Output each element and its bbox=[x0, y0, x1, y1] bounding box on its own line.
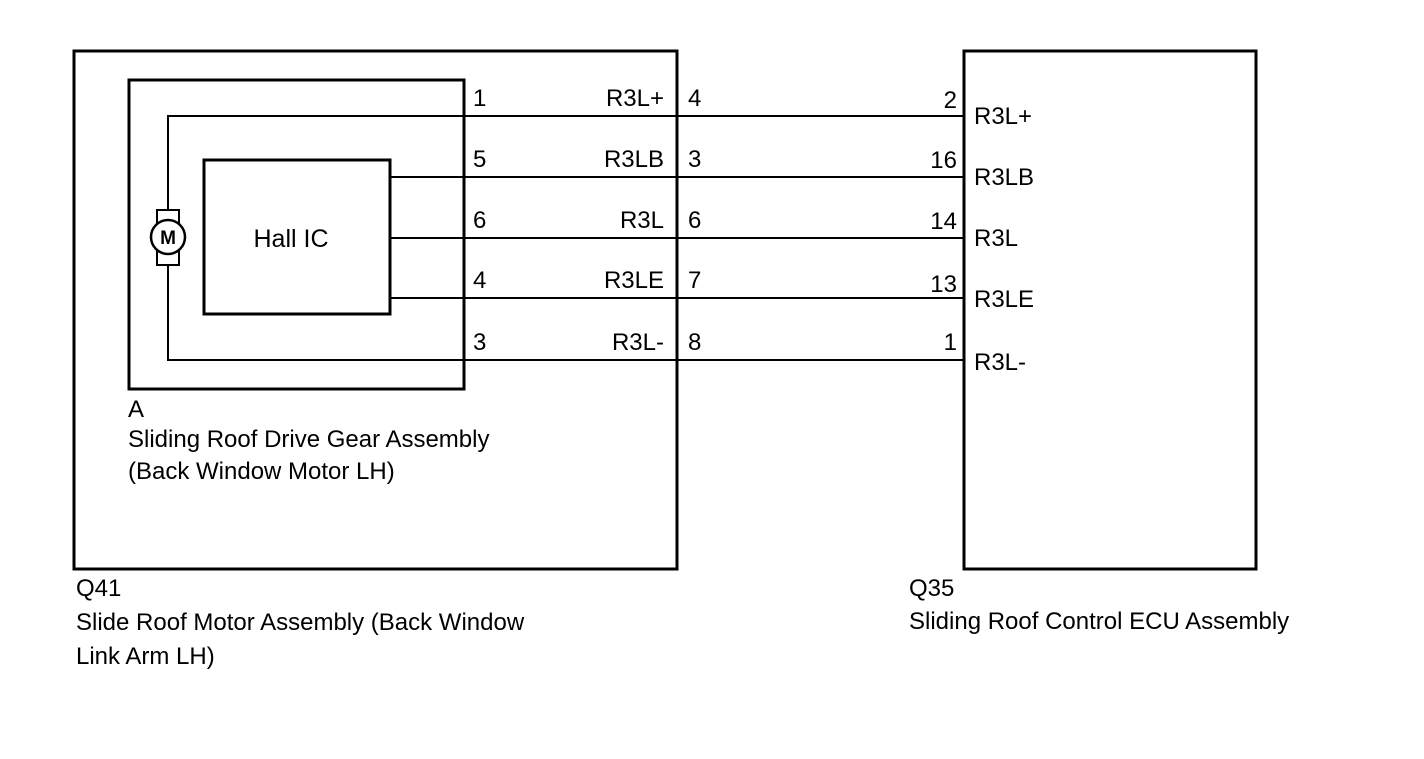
ecu-pin-label: 16 bbox=[930, 147, 957, 174]
motor-wire-bottom bbox=[167, 265, 464, 361]
outer-pin-label: 4 bbox=[688, 85, 701, 112]
signal-label: R3L+ bbox=[606, 85, 664, 112]
ecu-pin-label: 14 bbox=[930, 208, 957, 235]
inner-pin-label: 3 bbox=[473, 329, 486, 356]
ecu-pin-label: 1 bbox=[944, 329, 957, 356]
sub-assembly-name-line2: (Back Window Motor LH) bbox=[128, 458, 395, 485]
ecu-name: Sliding Roof Control ECU Assembly bbox=[909, 608, 1289, 635]
signal-label: R3L- bbox=[612, 329, 664, 356]
outer-pin-label: 8 bbox=[688, 329, 701, 356]
q41-id: Q41 bbox=[76, 575, 121, 602]
drive-gear-assembly-box bbox=[127, 78, 466, 391]
signal-label: R3LB bbox=[604, 146, 664, 173]
outer-pin-label: 7 bbox=[688, 267, 701, 294]
signal-label: R3L bbox=[620, 207, 664, 234]
ecu-pin-label: 13 bbox=[930, 271, 957, 298]
motor-wire-top bbox=[167, 115, 464, 210]
sub-assembly-id: A bbox=[128, 396, 144, 423]
outer-pin-label: 6 bbox=[688, 207, 701, 234]
q41-name-line2: Link Arm LH) bbox=[76, 643, 215, 670]
ecu-signal-label: R3L- bbox=[974, 349, 1026, 376]
q41-name-line1: Slide Roof Motor Assembly (Back Window bbox=[76, 609, 525, 636]
ecu-pin-label: 2 bbox=[944, 87, 957, 114]
inner-pin-label: 6 bbox=[473, 207, 486, 234]
motor-symbol-letter: M bbox=[160, 228, 176, 249]
ecu-signal-label: R3L+ bbox=[974, 103, 1032, 130]
q41-connector-box bbox=[72, 49, 679, 571]
inner-pin-label: 4 bbox=[473, 267, 486, 294]
sub-assembly-name-line1: Sliding Roof Drive Gear Assembly bbox=[128, 426, 489, 453]
outer-pin-label: 3 bbox=[688, 146, 701, 173]
ecu-box bbox=[962, 49, 1258, 571]
signal-label: R3LE bbox=[604, 267, 664, 294]
ecu-signal-label: R3LE bbox=[974, 286, 1034, 313]
hall-ic-label: Hall IC bbox=[253, 225, 328, 253]
motor-icon: M bbox=[149, 209, 187, 266]
inner-pin-label: 5 bbox=[473, 146, 486, 173]
ecu-id: Q35 bbox=[909, 575, 954, 602]
inner-pin-label: 1 bbox=[473, 85, 486, 112]
ecu-signal-label: R3L bbox=[974, 225, 1018, 252]
ecu-signal-label: R3LB bbox=[974, 164, 1034, 191]
